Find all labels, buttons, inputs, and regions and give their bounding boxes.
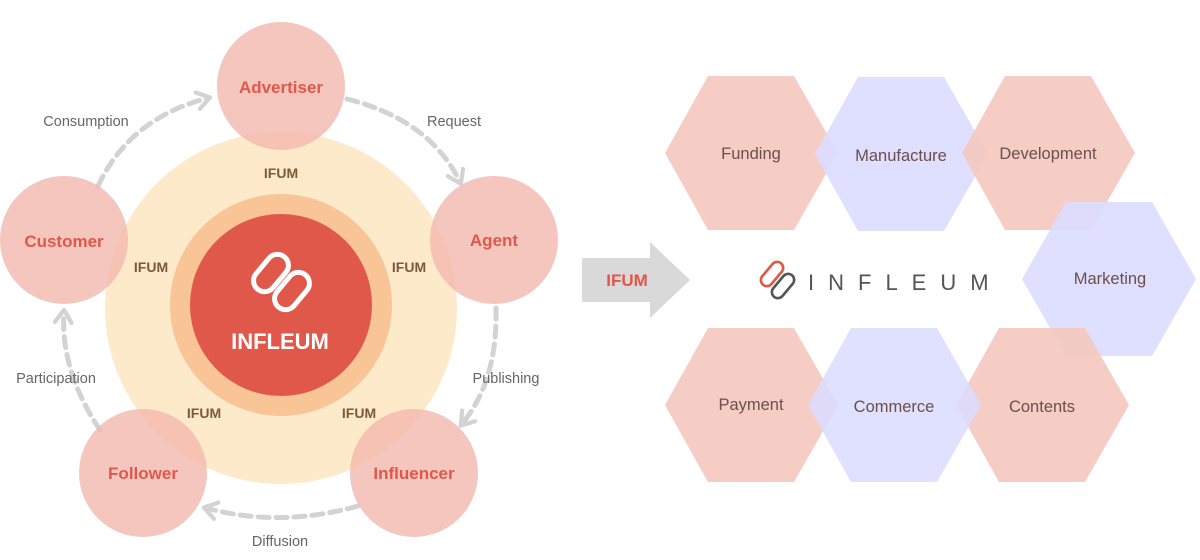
hex-development-label: Development — [999, 145, 1097, 163]
node-customer[interactable]: Customer — [0, 176, 128, 304]
cycle-connectors — [52, 90, 499, 521]
token-label-bottom-left: IFUM — [187, 405, 221, 421]
edge-labels: Request Publishing Diffusion Participati… — [16, 114, 539, 550]
core-label: INFLEUM — [231, 329, 329, 354]
cycle-diagram: Advertiser Agent Influencer Follower Cus… — [0, 22, 558, 550]
core-circle — [190, 214, 372, 396]
node-agent[interactable]: Agent — [430, 176, 558, 304]
node-agent-label: Agent — [470, 231, 519, 250]
hex-funding-label: Funding — [721, 145, 781, 163]
node-customer-circle — [0, 176, 128, 304]
node-follower-label: Follower — [108, 464, 178, 483]
hex-payment-shape — [665, 328, 838, 482]
chain-link-logo-icon — [759, 260, 796, 300]
hex-funding[interactable]: Funding — [665, 76, 838, 230]
connector-publishing — [458, 305, 499, 428]
hex-marketing-label: Marketing — [1074, 270, 1146, 288]
connector-request — [344, 96, 466, 186]
node-follower-circle — [79, 409, 207, 537]
token-labels: IFUM IFUM IFUM IFUM IFUM — [134, 165, 426, 421]
token-label-left: IFUM — [134, 259, 168, 275]
node-follower[interactable]: Follower — [79, 409, 207, 537]
chain-link-icon — [251, 251, 312, 313]
hex-commerce[interactable]: Commerce — [808, 328, 981, 482]
edge-label-diffusion: Diffusion — [252, 534, 308, 550]
brand-wordmark: INFLEUM — [808, 270, 1003, 295]
edge-label-publishing: Publishing — [473, 371, 540, 387]
hex-development-shape — [962, 76, 1135, 230]
flow-arrow-label: IFUM — [606, 271, 648, 290]
services-grid: Funding Manufacture Development Marketin… — [665, 76, 1196, 482]
hex-contents-shape — [956, 328, 1129, 482]
node-influencer[interactable]: Influencer — [350, 409, 478, 537]
hex-marketing-shape — [1022, 202, 1196, 356]
hex-marketing[interactable]: Marketing — [1022, 202, 1196, 356]
hex-commerce-shape — [808, 328, 981, 482]
edge-label-participation: Participation — [16, 371, 96, 387]
node-influencer-circle — [350, 409, 478, 537]
node-advertiser-circle — [217, 22, 345, 150]
token-label-top: IFUM — [264, 165, 298, 181]
hex-manufacture[interactable]: Manufacture — [815, 77, 988, 231]
edge-label-consumption: Consumption — [43, 114, 128, 130]
hex-development[interactable]: Development — [962, 76, 1135, 230]
flow-arrow: IFUM — [582, 242, 690, 318]
node-advertiser[interactable]: Advertiser — [217, 22, 345, 150]
node-customer-label: Customer — [24, 232, 104, 251]
hex-contents-label: Contents — [1009, 398, 1075, 416]
connector-consumption — [95, 90, 213, 189]
connector-participation — [52, 307, 103, 433]
token-label-right: IFUM — [392, 259, 426, 275]
hex-commerce-label: Commerce — [854, 398, 935, 416]
node-advertiser-label: Advertiser — [239, 78, 323, 97]
hex-funding-shape — [665, 76, 838, 230]
brand-logo: INFLEUM — [759, 260, 1003, 300]
token-label-bottom-right: IFUM — [342, 405, 376, 421]
hex-payment[interactable]: Payment — [665, 328, 838, 482]
hex-payment-label: Payment — [718, 396, 784, 414]
hex-manufacture-shape — [815, 77, 988, 231]
cycle-nodes: Advertiser Agent Influencer Follower Cus… — [0, 22, 558, 537]
node-influencer-label: Influencer — [373, 464, 455, 483]
hex-contents[interactable]: Contents — [956, 328, 1129, 482]
edge-label-request: Request — [427, 114, 481, 130]
connector-diffusion — [201, 500, 361, 521]
hex-manufacture-label: Manufacture — [855, 147, 947, 165]
flow-arrow-shape — [582, 242, 690, 318]
node-agent-circle — [430, 176, 558, 304]
core-token[interactable]: INFLEUM — [190, 214, 372, 396]
